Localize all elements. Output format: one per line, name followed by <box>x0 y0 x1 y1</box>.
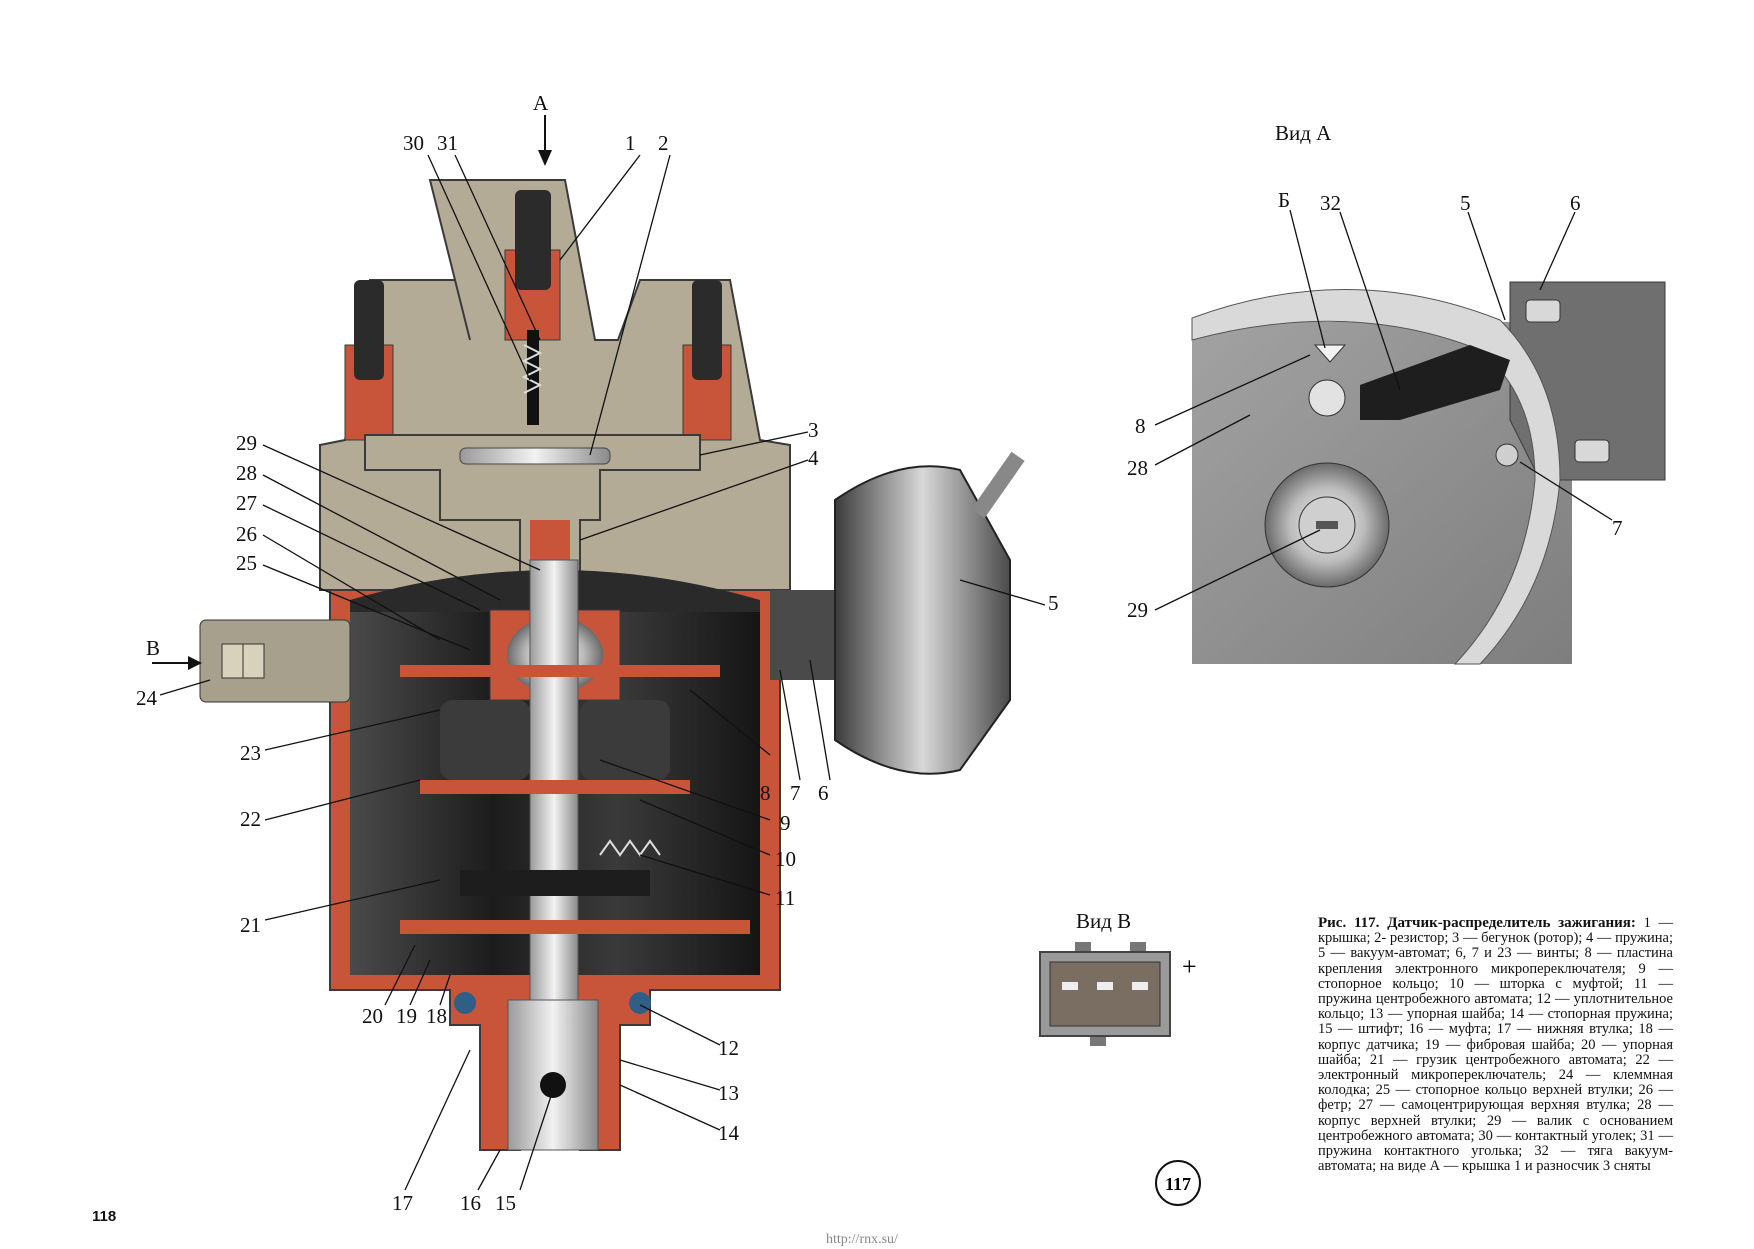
callout-12: 12 <box>718 1036 739 1060</box>
view-a-drawing <box>1191 281 1666 665</box>
callout-20: 20 <box>362 1004 383 1028</box>
callout-24: 24 <box>136 686 158 710</box>
arrow-label-a: А <box>533 91 549 115</box>
callout-22: 22 <box>240 807 261 831</box>
callout-2: 2 <box>658 131 669 155</box>
callout-29: 29 <box>236 431 257 455</box>
figure-caption: Рис. 117. Датчик-распределитель зажигани… <box>1318 915 1674 1175</box>
callout-25: 25 <box>236 551 257 575</box>
callout-21: 21 <box>240 913 261 937</box>
callout-27: 27 <box>236 491 257 515</box>
callout-26: 26 <box>236 522 257 546</box>
arrow-label-b: В <box>146 636 160 660</box>
view-a-leaders <box>1154 209 1613 611</box>
view-b-title: Вид В <box>1076 909 1131 933</box>
callout-13: 13 <box>718 1081 739 1105</box>
caption-title: Рис. 117. Датчик-распределитель зажигани… <box>1318 915 1636 931</box>
source-url[interactable]: http://rnx.su/ <box>826 1232 898 1247</box>
callout-1: 1 <box>625 131 636 155</box>
carbon-brush <box>527 330 539 425</box>
view-a-callout-6: 6 <box>1570 191 1581 215</box>
main-leaders <box>159 154 1046 1191</box>
main-callouts: 1 2 3 4 5 6 7 8 9 10 11 12 13 14 15 16 1… <box>136 131 1059 1215</box>
view-a-callout-5: 5 <box>1460 191 1471 215</box>
distributor-cap <box>319 179 791 591</box>
callout-15: 15 <box>495 1191 516 1215</box>
resistor <box>459 447 611 465</box>
view-a-callout-29: 29 <box>1127 598 1148 622</box>
view-b-connector <box>1039 942 1171 1046</box>
callout-5: 5 <box>1048 591 1059 615</box>
figure-number-badge: 117 <box>1155 1160 1201 1206</box>
shutter <box>420 780 690 794</box>
callout-16: 16 <box>460 1191 481 1215</box>
pin <box>540 1072 566 1098</box>
callout-4: 4 <box>808 446 819 470</box>
callout-28: 28 <box>236 461 257 485</box>
svg-text:117: 117 <box>1165 1174 1191 1194</box>
main-section-view <box>152 115 1025 1151</box>
seal-ring-right <box>629 992 651 1014</box>
view-a-callout-32: 32 <box>1320 191 1341 215</box>
callout-19: 19 <box>396 1004 417 1028</box>
callout-3: 3 <box>808 418 819 442</box>
view-a-callout-8: 8 <box>1135 414 1146 438</box>
callout-31: 31 <box>437 131 458 155</box>
callout-30: 30 <box>403 131 424 155</box>
callout-18: 18 <box>426 1004 447 1028</box>
plus-sign: + <box>1182 952 1197 981</box>
callout-23: 23 <box>240 741 261 765</box>
stator-ring <box>1191 289 1561 665</box>
callout-6: 6 <box>818 781 829 805</box>
view-a-callout-28: 28 <box>1127 456 1148 480</box>
callout-17: 17 <box>392 1191 413 1215</box>
centrifugal-spring <box>599 839 661 857</box>
centrifugal-weight <box>460 870 650 896</box>
view-a-callouts: Б 32 5 6 8 28 7 29 <box>1127 188 1623 622</box>
callout-14: 14 <box>718 1121 740 1145</box>
vacuum-advance <box>770 451 1025 775</box>
callout-10: 10 <box>775 847 796 871</box>
caption-body: 1 — крышка; 2- резистор; 3 — бегунок (ро… <box>1318 915 1674 1175</box>
callout-7: 7 <box>790 781 801 805</box>
callout-11: 11 <box>775 886 795 910</box>
view-a-title: Вид А <box>1275 121 1332 145</box>
seal-ring-left <box>454 992 476 1014</box>
microswitch-plate <box>400 665 720 677</box>
page-number: 118 <box>92 1208 117 1225</box>
view-a-callout-b-cyr: Б <box>1278 188 1290 212</box>
brush-spring <box>521 344 543 394</box>
vacuum-rod <box>1360 345 1510 420</box>
view-a-callout-7: 7 <box>1612 516 1623 540</box>
callout-9: 9 <box>780 811 791 835</box>
callout-8: 8 <box>760 781 771 805</box>
terminal-block <box>199 619 351 703</box>
